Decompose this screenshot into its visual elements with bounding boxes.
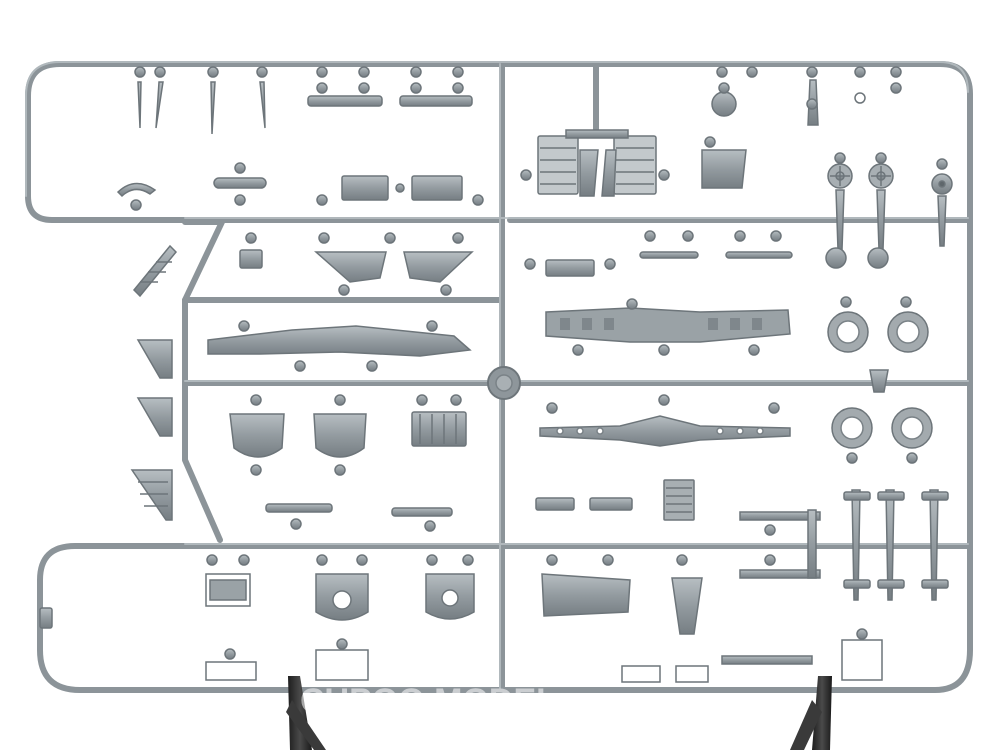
part-tire-3 bbox=[831, 407, 873, 449]
part-grille bbox=[663, 479, 695, 521]
part-panel-2 bbox=[411, 175, 463, 201]
part-tire-4 bbox=[891, 407, 933, 449]
part-radiator-right bbox=[613, 135, 657, 195]
part-comb-4 bbox=[130, 469, 173, 521]
part-bar-1 bbox=[307, 95, 383, 107]
sprue-hub bbox=[487, 366, 521, 400]
watermark: CUPOO MODEL bbox=[300, 682, 557, 720]
display-stand-right bbox=[790, 676, 832, 750]
part-wheel-1 bbox=[827, 163, 853, 189]
part-rail bbox=[721, 655, 813, 665]
part-panel-1 bbox=[341, 175, 389, 201]
part-bar-2 bbox=[399, 95, 473, 107]
part-wedge-1 bbox=[314, 251, 387, 283]
display-stand-left bbox=[286, 676, 326, 750]
part-tag-1 bbox=[535, 497, 575, 511]
part-seat-2 bbox=[313, 413, 367, 458]
part-mount-1 bbox=[205, 661, 257, 681]
plastic-parts bbox=[39, 66, 953, 683]
part-wedge-2 bbox=[403, 251, 474, 283]
part-wheel-2 bbox=[868, 163, 894, 189]
part-seat-1 bbox=[229, 413, 285, 458]
part-comb-1 bbox=[132, 244, 178, 298]
part-fin bbox=[701, 149, 747, 189]
sprue-frame bbox=[25, 61, 973, 693]
part-cowl bbox=[671, 577, 703, 635]
part-tire-2 bbox=[887, 311, 929, 353]
part-wing-spar bbox=[539, 415, 791, 447]
part-mount-3 bbox=[841, 639, 883, 681]
part-round-shield bbox=[711, 91, 737, 117]
antenna-parts bbox=[137, 81, 266, 135]
part-instrument-panel bbox=[545, 307, 791, 343]
part-mount-2 bbox=[315, 649, 369, 681]
part-bracket bbox=[116, 182, 157, 198]
top-gates bbox=[134, 66, 902, 78]
part-struts bbox=[843, 489, 949, 601]
part-tag-2 bbox=[589, 497, 633, 511]
part-tire-1 bbox=[827, 311, 869, 353]
part-radiator-left bbox=[537, 135, 579, 195]
part-comb-2 bbox=[136, 339, 173, 379]
part-engine-block bbox=[411, 411, 467, 447]
part-box-small bbox=[545, 259, 595, 277]
part-comb-3 bbox=[136, 397, 173, 437]
part-cockpit-floor-left bbox=[207, 325, 472, 357]
part-flap bbox=[541, 573, 631, 617]
part-frame-1 bbox=[205, 573, 251, 607]
